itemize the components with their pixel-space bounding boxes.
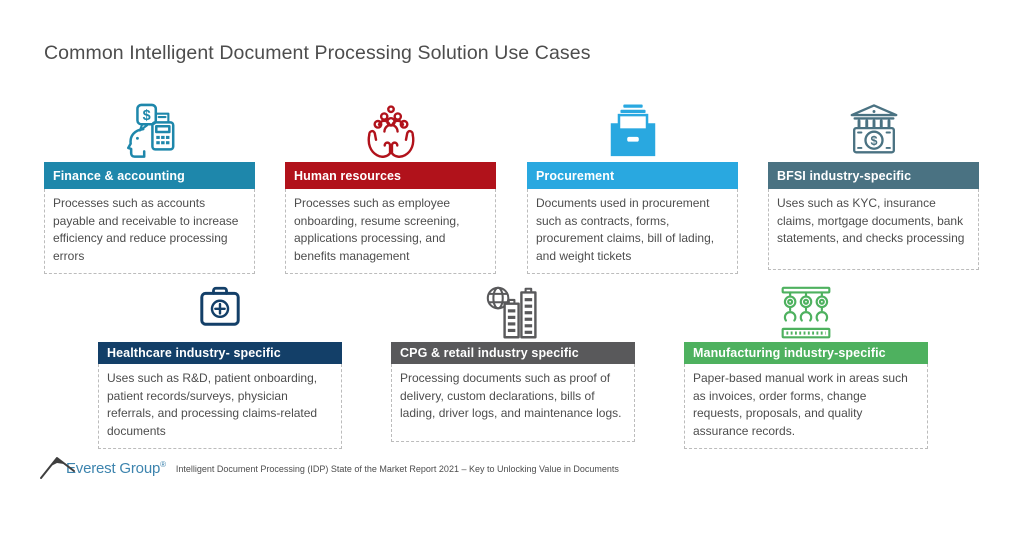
globe-buildings-icon <box>391 283 635 342</box>
card-bfsi: $ BFSI industry-specific Uses such as KY… <box>768 99 979 270</box>
card-header-procurement: Procurement <box>527 162 738 189</box>
card-header-bfsi: BFSI industry-specific <box>768 162 979 189</box>
svg-text:$: $ <box>870 134 877 148</box>
bank-banknote-icon: $ <box>768 99 979 162</box>
card-header-manufacturing: Manufacturing industry-specific <box>684 342 928 364</box>
card-title: Healthcare industry- specific <box>107 346 281 360</box>
card-title: Manufacturing industry-specific <box>693 346 886 360</box>
first-aid-kit-icon <box>98 283 342 342</box>
hands-holding-people-icon <box>285 99 496 162</box>
card-human-resources: Human resources Processes such as employ… <box>285 99 496 274</box>
card-title: Procurement <box>536 168 615 183</box>
card-title: Finance & accounting <box>53 168 185 183</box>
logo-text: Everest Group® <box>66 460 166 477</box>
card-finance-accounting: $ Finance & accounting Processes such as… <box>44 99 255 274</box>
card-title: CPG & retail industry specific <box>400 346 579 360</box>
card-title: BFSI industry-specific <box>777 168 912 183</box>
card-body-finance-accounting: Processes such as accounts payable and r… <box>44 189 255 274</box>
registered-mark: ® <box>160 460 166 469</box>
card-manufacturing: Manufacturing industry-specific Paper-ba… <box>684 283 928 449</box>
card-body-manufacturing: Paper-based manual work in areas such as… <box>684 364 928 449</box>
card-header-cpg-retail: CPG & retail industry specific <box>391 342 635 364</box>
svg-text:$: $ <box>142 108 150 124</box>
card-procurement: Procurement Documents used in procuremen… <box>527 99 738 274</box>
card-cpg-retail: CPG & retail industry specific Processin… <box>391 283 635 442</box>
card-body-procurement: Documents used in procurement such as co… <box>527 189 738 274</box>
card-body-bfsi: Uses such as KYC, insurance claims, mort… <box>768 189 979 270</box>
card-body-healthcare: Uses such as R&D, patient onboarding, pa… <box>98 364 342 449</box>
card-header-human-resources: Human resources <box>285 162 496 189</box>
card-header-healthcare: Healthcare industry- specific <box>98 342 342 364</box>
footer: Everest Group® Intelligent Document Proc… <box>40 457 619 479</box>
page-title: Common Intelligent Document Processing S… <box>44 42 591 64</box>
card-header-finance-accounting: Finance & accounting <box>44 162 255 189</box>
card-healthcare: Healthcare industry- specific Uses such … <box>98 283 342 449</box>
mountain-peak-icon <box>40 457 75 479</box>
card-title: Human resources <box>294 168 402 183</box>
everest-group-logo: Everest Group® <box>40 457 166 479</box>
card-body-human-resources: Processes such as employee onboarding, r… <box>285 189 496 274</box>
card-body-cpg-retail: Processing documents such as proof of de… <box>391 364 635 442</box>
head-dollar-calculator-icon: $ <box>44 99 255 162</box>
robotic-arms-conveyor-icon <box>684 283 928 342</box>
document-drawer-icon <box>527 99 738 162</box>
source-attribution: Intelligent Document Processing (IDP) St… <box>175 464 619 474</box>
